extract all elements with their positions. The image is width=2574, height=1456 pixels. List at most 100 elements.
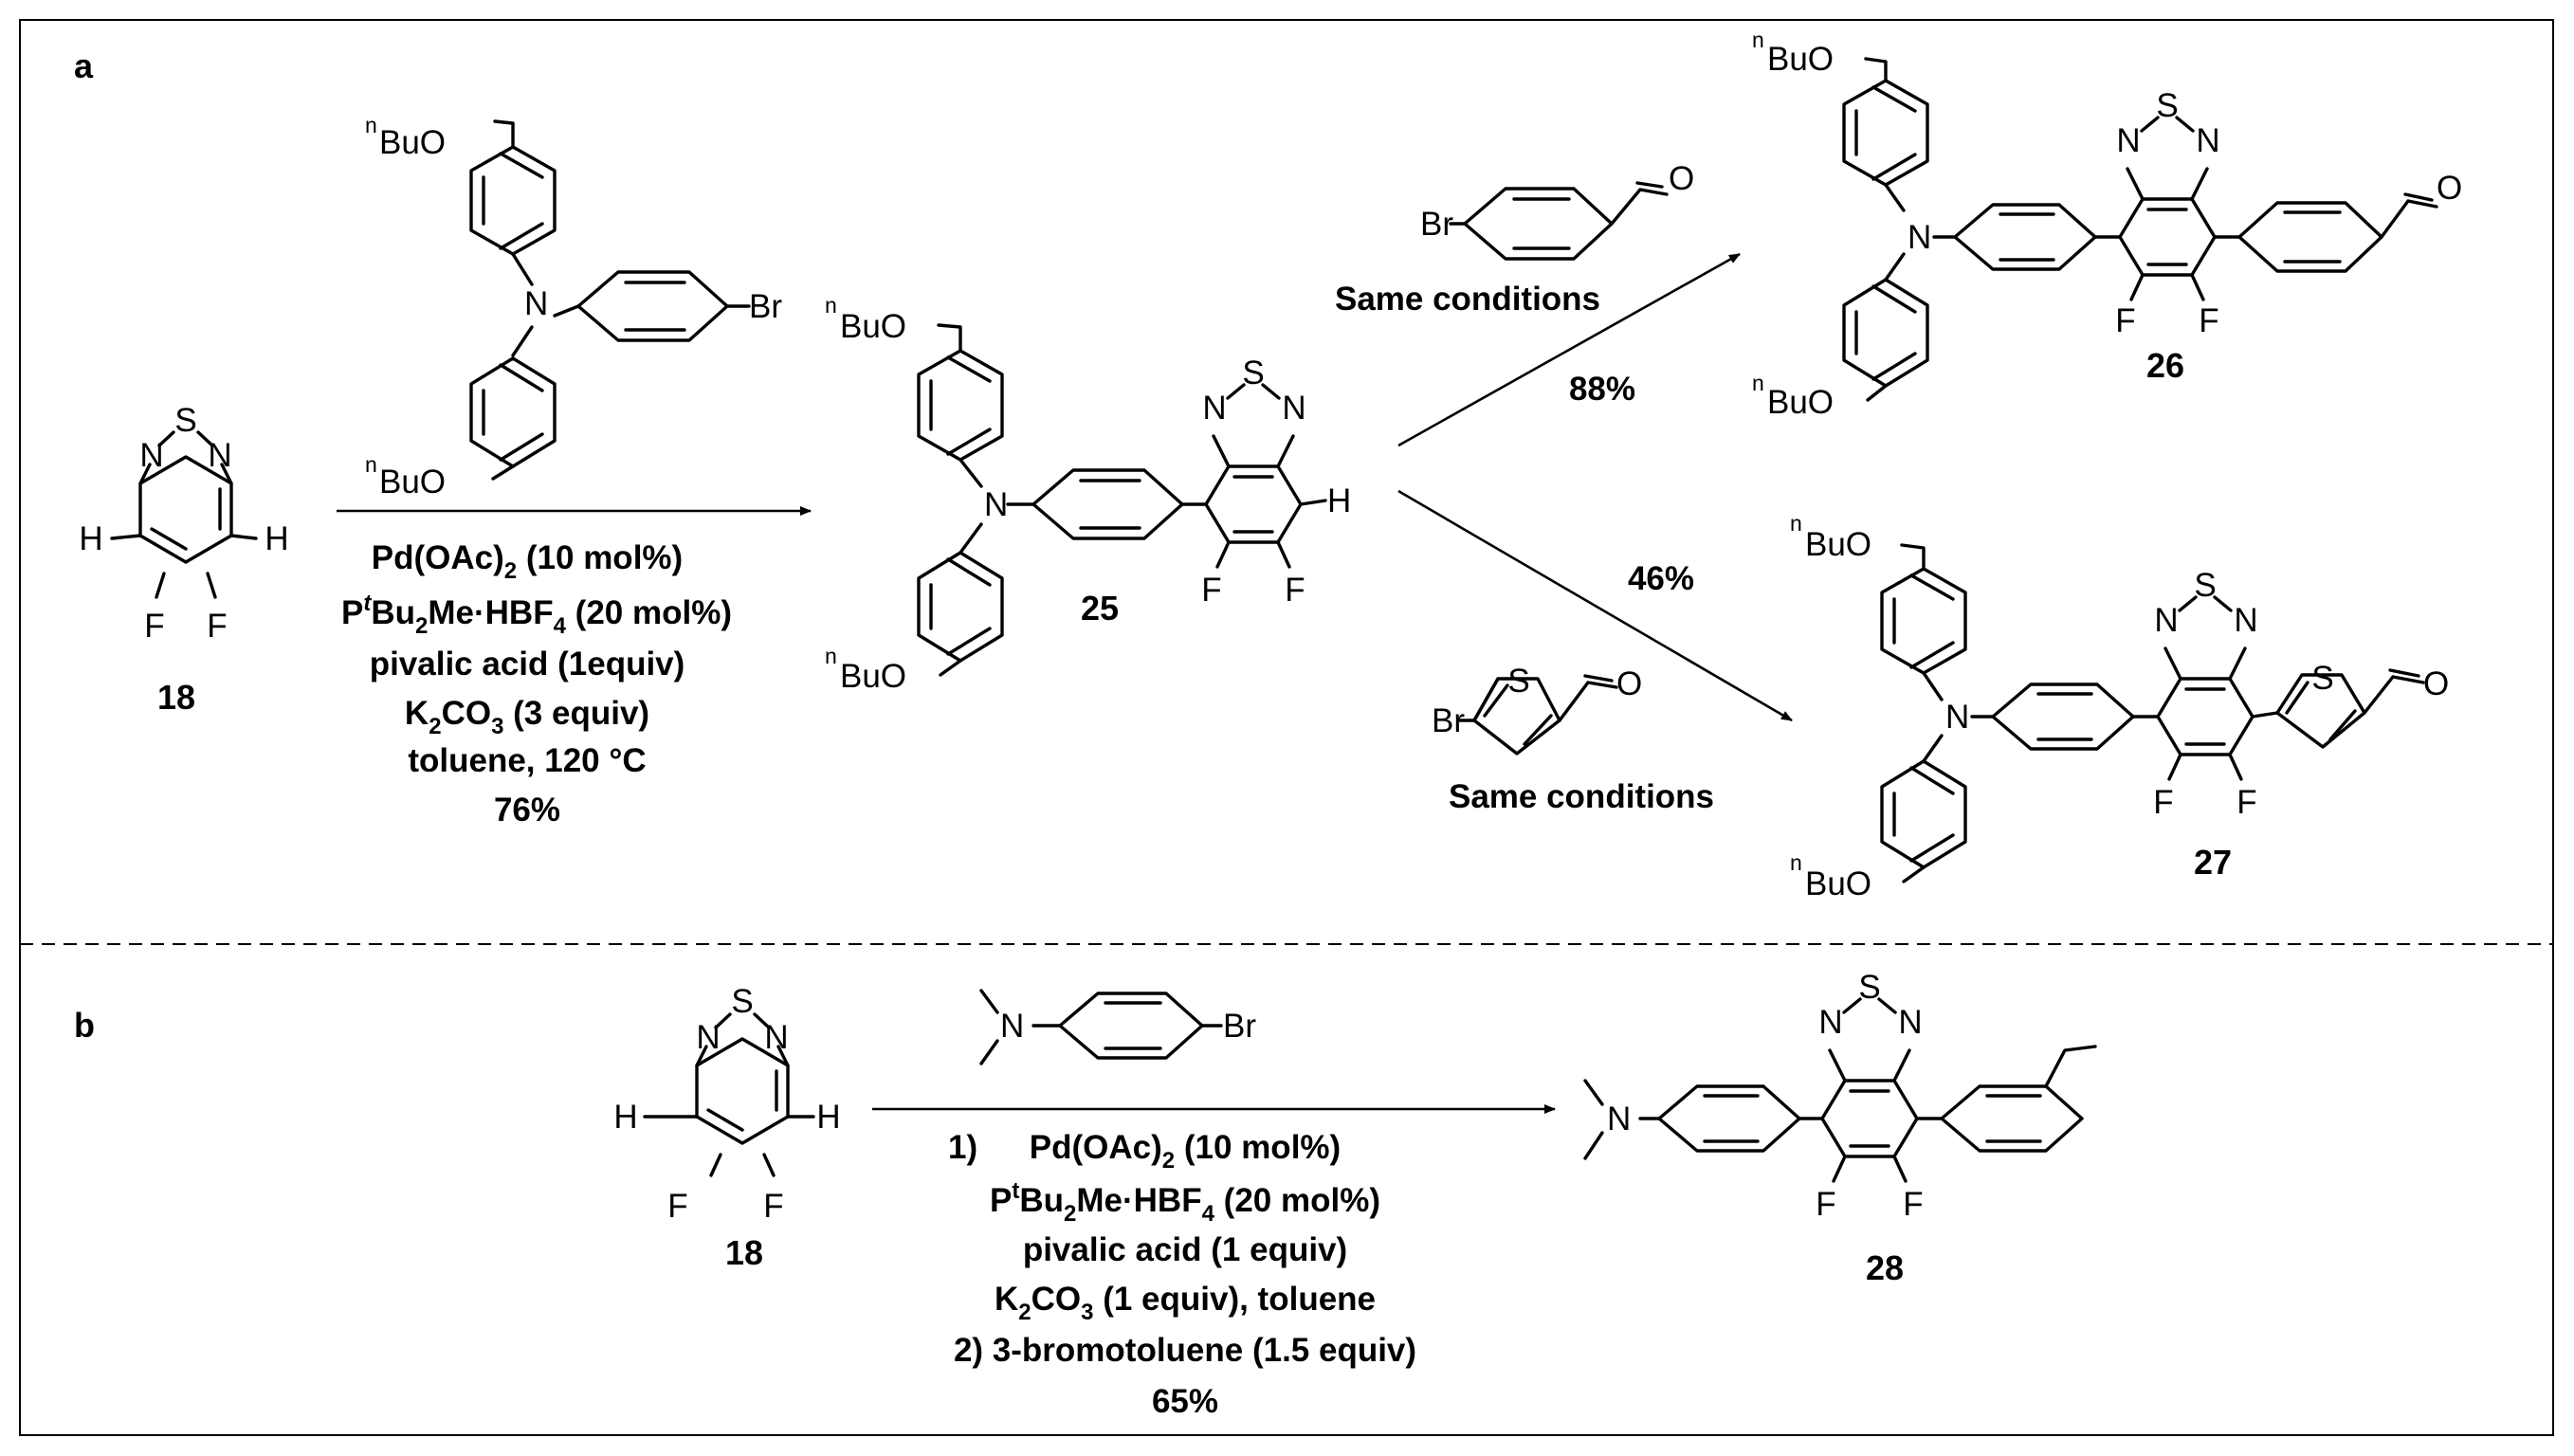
svg-text:n: n bbox=[1752, 27, 1764, 52]
svg-text:S: S bbox=[174, 402, 196, 439]
svg-text:BuO: BuO bbox=[1767, 41, 1834, 78]
compound-label-26: 26 bbox=[2146, 346, 2184, 385]
svg-text:F: F bbox=[144, 608, 164, 645]
svg-text:n: n bbox=[1790, 850, 1802, 875]
compound-18b-structure: N S N H H F F bbox=[613, 983, 840, 1225]
svg-text:n: n bbox=[365, 113, 377, 137]
svg-text:S: S bbox=[1858, 969, 1880, 1006]
svg-text:n: n bbox=[365, 452, 377, 477]
outer-frame bbox=[19, 19, 2554, 1436]
svg-text:Br: Br bbox=[749, 288, 782, 325]
svg-text:O: O bbox=[2437, 170, 2462, 207]
cond-a-yield: 76% bbox=[494, 792, 560, 828]
svg-text:Br: Br bbox=[1223, 1008, 1256, 1045]
cond-a-acid: pivalic acid (1equiv) bbox=[370, 646, 685, 682]
same-conditions-bottom: Same conditions bbox=[1449, 778, 1714, 815]
cond-b-base: K2CO3 (1 equiv), toluene bbox=[995, 1281, 1376, 1325]
svg-text:S: S bbox=[731, 983, 753, 1020]
svg-text:BuO: BuO bbox=[379, 124, 446, 161]
svg-text:N: N bbox=[139, 437, 163, 474]
compound-27-structure: n BuO N N S N S O F F n BuO bbox=[1790, 511, 2449, 902]
svg-text:N: N bbox=[1898, 1004, 1922, 1041]
svg-text:F: F bbox=[2236, 784, 2256, 821]
svg-text:N: N bbox=[208, 437, 231, 474]
svg-text:N: N bbox=[696, 1019, 720, 1056]
compound-18-structure: N S N H H F F bbox=[79, 402, 288, 645]
reagent-4-bromobenzaldehyde: Br O bbox=[1420, 160, 1694, 261]
svg-text:N: N bbox=[1202, 390, 1226, 427]
compound-26-structure: n BuO N N S N O F F n BuO bbox=[1752, 27, 2462, 421]
svg-text:BuO: BuO bbox=[1805, 526, 1871, 563]
svg-text:N: N bbox=[1945, 699, 1969, 736]
panel-label-a: a bbox=[74, 46, 94, 85]
svg-text:N: N bbox=[1908, 219, 1931, 256]
svg-text:n: n bbox=[1790, 511, 1802, 536]
compound-label-28: 28 bbox=[1866, 1248, 1904, 1287]
svg-text:Br: Br bbox=[1432, 702, 1465, 739]
conditions-a1: Pd(OAc)2 (10 mol%) PtBu2Me·HBF4 (20 mol%… bbox=[341, 539, 732, 828]
reagent-triarylamine-bromide: n BuO N Br n BuO bbox=[365, 113, 782, 500]
svg-text:BuO: BuO bbox=[840, 658, 906, 695]
cond-b-catalyst: Pd(OAc)2 (10 mol%) bbox=[1030, 1129, 1341, 1174]
cond-a-ligand: PtBu2Me·HBF4 (20 mol%) bbox=[341, 591, 732, 639]
svg-text:F: F bbox=[2199, 302, 2218, 339]
cond-b-acid: pivalic acid (1 equiv) bbox=[1023, 1231, 1347, 1268]
svg-text:N: N bbox=[764, 1019, 788, 1056]
svg-text:F: F bbox=[2115, 302, 2135, 339]
conditions-b: 1) Pd(OAc)2 (10 mol%) PtBu2Me·HBF4 (20 m… bbox=[948, 1129, 1416, 1420]
cond-b-step2: 2) 3-bromotoluene (1.5 equiv) bbox=[954, 1332, 1416, 1369]
svg-text:F: F bbox=[207, 608, 227, 645]
svg-text:N: N bbox=[1282, 390, 1305, 427]
compound-25-structure: n BuO N N S N H F F n BuO bbox=[825, 293, 1351, 695]
svg-text:n: n bbox=[825, 644, 837, 668]
compound-label-27: 27 bbox=[2194, 843, 2232, 882]
cond-a-solvent: toluene, 120 °C bbox=[408, 742, 646, 779]
compound-label-25: 25 bbox=[1081, 589, 1119, 628]
svg-text:H: H bbox=[816, 1099, 840, 1136]
svg-text:BuO: BuO bbox=[1805, 865, 1871, 902]
reaction-arrow-a3 bbox=[1397, 489, 1793, 722]
svg-text:H: H bbox=[1327, 482, 1351, 519]
svg-text:O: O bbox=[1616, 665, 1642, 702]
svg-text:S: S bbox=[2311, 660, 2333, 697]
svg-text:N: N bbox=[1818, 1004, 1842, 1041]
cond-a-base: K2CO3 (3 equiv) bbox=[405, 695, 649, 739]
svg-text:BuO: BuO bbox=[379, 464, 446, 500]
panel-label-b: b bbox=[74, 1006, 95, 1045]
svg-text:BuO: BuO bbox=[1767, 384, 1834, 421]
yield-27: 46% bbox=[1628, 560, 1694, 597]
svg-text:N: N bbox=[524, 285, 548, 322]
reagent-bromo-dimethylaniline: N Br bbox=[979, 989, 1256, 1065]
cond-b-step1: 1) bbox=[948, 1129, 977, 1166]
svg-text:H: H bbox=[79, 520, 102, 557]
svg-text:S: S bbox=[1507, 663, 1529, 700]
compound-label-18: 18 bbox=[157, 678, 195, 717]
svg-text:N: N bbox=[984, 486, 1008, 523]
compound-28-structure: N N S N F F bbox=[1583, 969, 2097, 1223]
svg-text:O: O bbox=[1669, 160, 1694, 197]
reagent-bromothiophene-carbaldehyde: Br S O bbox=[1432, 663, 1642, 755]
svg-text:F: F bbox=[2153, 784, 2173, 821]
svg-text:S: S bbox=[2194, 567, 2216, 604]
yield-26: 88% bbox=[1569, 371, 1635, 408]
svg-text:F: F bbox=[1816, 1186, 1835, 1223]
svg-text:n: n bbox=[825, 293, 837, 318]
compound-label-18b: 18 bbox=[725, 1233, 763, 1272]
reaction-arrow-a2 bbox=[1397, 252, 1741, 447]
svg-text:H: H bbox=[265, 520, 288, 557]
svg-text:N: N bbox=[2154, 602, 2178, 639]
svg-text:n: n bbox=[1752, 371, 1764, 395]
svg-text:N: N bbox=[2196, 122, 2219, 159]
cond-a-catalyst: Pd(OAc)2 (10 mol%) bbox=[372, 539, 683, 584]
svg-text:N: N bbox=[2116, 122, 2140, 159]
svg-text:N: N bbox=[2234, 602, 2257, 639]
svg-text:O: O bbox=[2423, 665, 2449, 702]
svg-text:F: F bbox=[763, 1188, 783, 1225]
same-conditions-top: Same conditions bbox=[1335, 281, 1600, 318]
svg-text:S: S bbox=[2156, 87, 2178, 124]
svg-text:F: F bbox=[667, 1188, 687, 1225]
svg-text:F: F bbox=[1285, 572, 1305, 609]
svg-text:F: F bbox=[1903, 1186, 1923, 1223]
cond-b-yield: 65% bbox=[1152, 1383, 1218, 1420]
svg-text:BuO: BuO bbox=[840, 308, 906, 345]
